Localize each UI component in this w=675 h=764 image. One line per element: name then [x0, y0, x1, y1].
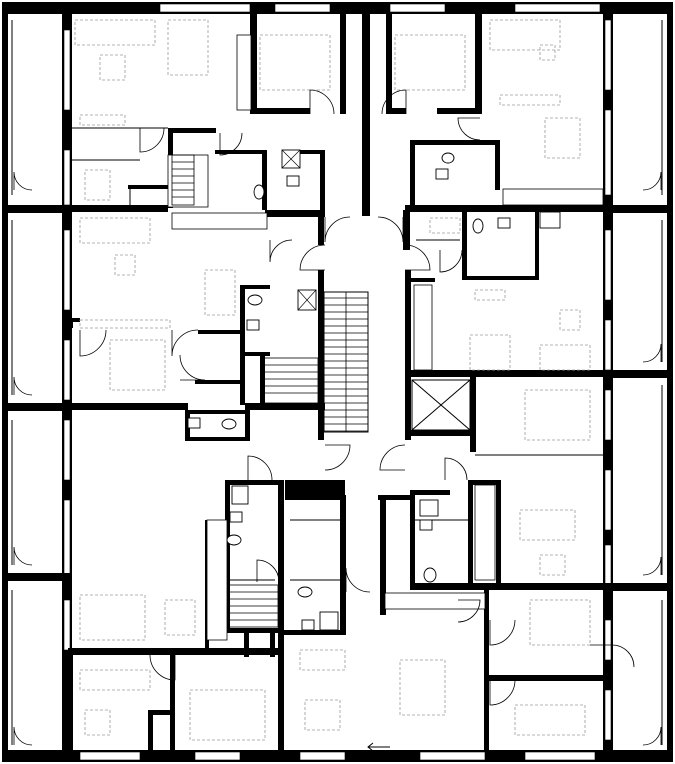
shower-icon — [231, 149, 561, 631]
balcony-slabs — [2, 20, 673, 745]
stair-icon — [323, 291, 369, 433]
toilet-icon — [221, 152, 484, 598]
furniture — [74, 19, 591, 741]
bathroom-fixtures — [171, 149, 561, 631]
storage-stair-icon — [171, 154, 319, 628]
interior-walls — [68, 8, 610, 760]
elevator-shaft — [411, 379, 471, 431]
door-swing-icon — [13, 89, 662, 746]
kitchen-counters — [167, 34, 604, 641]
sink-icon — [187, 168, 511, 631]
entrance-arrow-icon — [367, 742, 390, 752]
